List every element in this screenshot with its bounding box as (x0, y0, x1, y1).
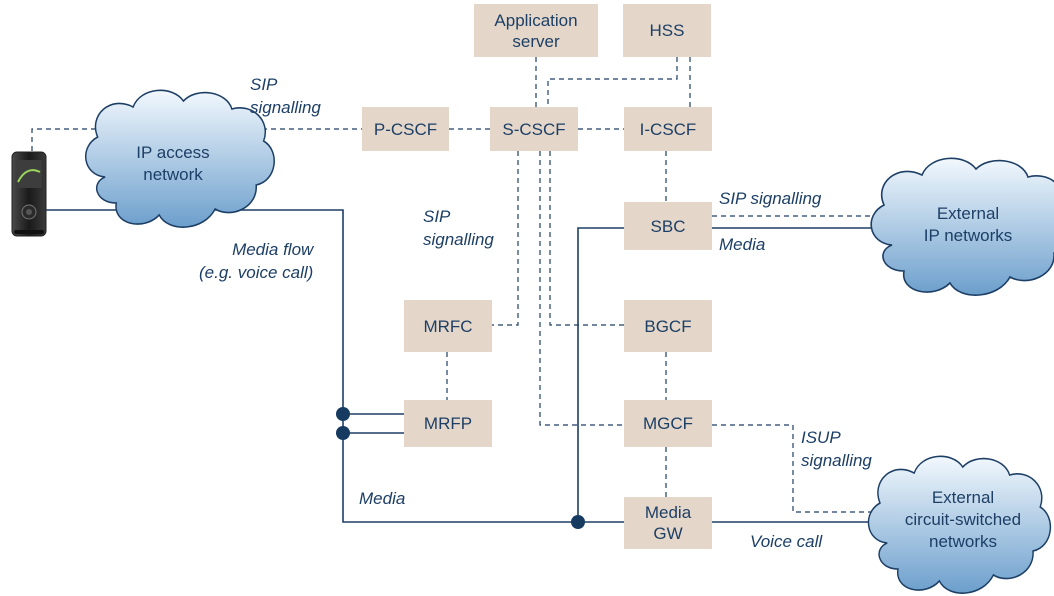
sip-signalling-top-label: SIP signalling (250, 75, 321, 117)
sip-signalling-external-label: SIP signalling (719, 189, 822, 208)
external-circuit-switched-networks-cloud (867, 455, 1052, 594)
media-line-sbc-junction (577, 227, 624, 522)
media-flow-ue-line (45, 209, 624, 523)
signalling-hss-to-scscf (547, 57, 678, 107)
media-flow-label: Media flow (e.g. voice call) (199, 240, 314, 282)
mrfc-box: MRFC (404, 300, 492, 352)
signalling-scscf-to-mrfc (492, 151, 519, 326)
junction-dot-3 (571, 515, 585, 529)
ip-access-network-label: IP access network (136, 143, 210, 184)
junction-dot-2 (336, 426, 350, 440)
isup-signalling-mgcf-to-external-cs (712, 424, 876, 513)
hss-box: HSS (623, 4, 711, 57)
application-server-box: Application server (474, 4, 598, 57)
media-gw-box: Media GW (624, 497, 712, 549)
sip-signalling-mid-label: SIP signalling (423, 207, 494, 249)
isup-signalling-label: ISUP signalling (801, 428, 872, 470)
media-external-label: Media (719, 235, 766, 254)
signalling-scscf-to-bgcf (549, 151, 624, 326)
junction-dot-1 (336, 407, 350, 421)
external-ip-networks-cloud (870, 157, 1054, 296)
s-cscf-box: S-CSCF (490, 107, 578, 151)
signalling-scscf-to-mgcf (539, 151, 624, 426)
sip-signalling-ue-to-pcscf (31, 128, 362, 160)
mobile-phone-icon (11, 151, 47, 237)
sbc-box: SBC (624, 202, 712, 250)
bgcf-box: BGCF (624, 300, 712, 352)
ip-access-network-cloud (84, 89, 275, 228)
media-bottom-label: Media (359, 489, 406, 508)
i-cscf-box: I-CSCF (624, 107, 712, 151)
external-circuit-switched-networks-label: External circuit-switched networks (904, 488, 1022, 551)
mrfp-box: MRFP (404, 400, 492, 447)
p-cscf-box: P-CSCF (362, 107, 449, 151)
external-ip-networks-label: External IP networks (923, 204, 1013, 245)
mgcf-box: MGCF (624, 400, 712, 447)
voice-call-label: Voice call (750, 532, 823, 551)
